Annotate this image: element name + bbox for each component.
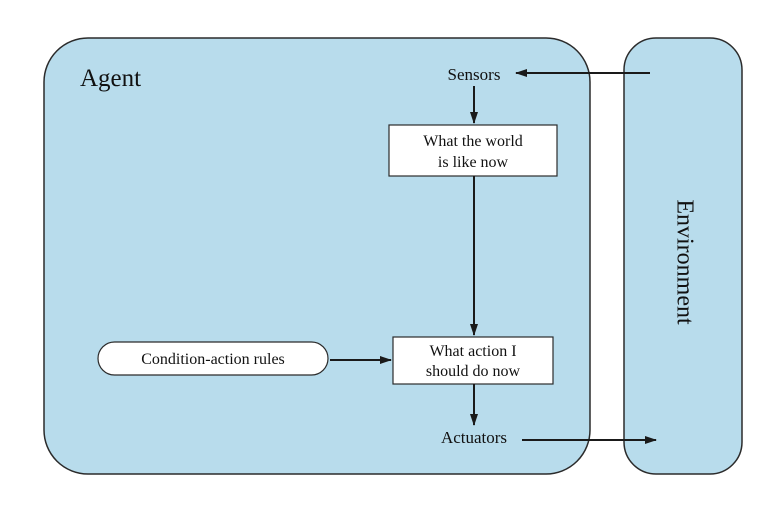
- sensors-label: Sensors: [448, 65, 501, 84]
- environment-region: [623, 37, 743, 475]
- rules-label: Condition-action rules: [141, 351, 285, 368]
- world-state-box: [388, 124, 558, 177]
- action-choice-line1: What action I: [429, 343, 516, 360]
- world-state-line1: What the world: [423, 133, 523, 150]
- environment-label: Environment: [671, 199, 697, 325]
- action-choice-box: [392, 336, 554, 385]
- agent-region: [43, 37, 591, 475]
- agent-label: Agent: [80, 65, 141, 92]
- world-state-line2: is like now: [438, 154, 509, 171]
- rules-box: [97, 341, 329, 376]
- action-choice-line2: should do now: [426, 363, 521, 380]
- actuators-label: Actuators: [441, 428, 507, 447]
